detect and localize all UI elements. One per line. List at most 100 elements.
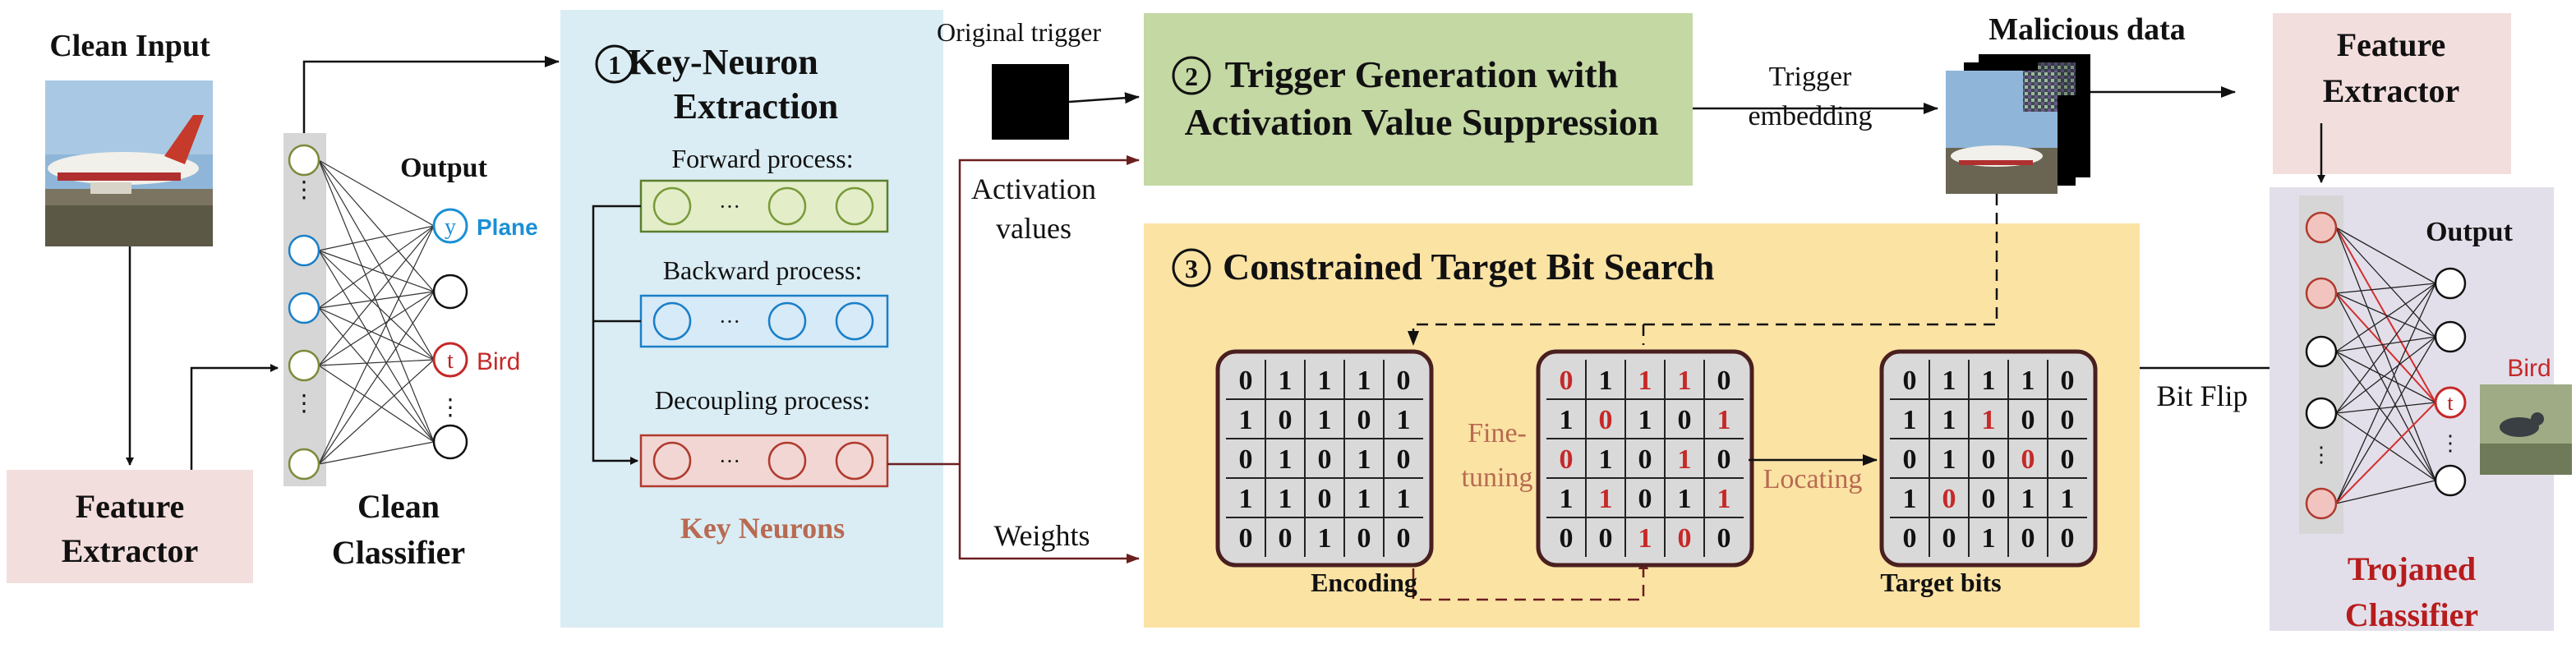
bit-cell: 0 bbox=[1357, 405, 1371, 435]
bit-cell: 1 bbox=[1638, 366, 1652, 396]
backward-label: Backward process: bbox=[663, 255, 863, 285]
feature-extractor-right-line2: Extractor bbox=[2323, 72, 2460, 109]
step2-badge bbox=[1172, 56, 1211, 95]
bit-cell: 1 bbox=[1318, 523, 1332, 554]
t-symbol: t bbox=[447, 348, 454, 374]
bit-cell: 1 bbox=[1560, 484, 1574, 514]
original-trigger-square bbox=[992, 64, 1069, 140]
arrow-trigger bbox=[1068, 92, 1140, 104]
bit-cell: 0 bbox=[1397, 366, 1411, 396]
encoding-label: Encoding bbox=[1311, 568, 1417, 597]
activation-line1: Activation bbox=[971, 172, 1096, 205]
bird-image bbox=[2480, 384, 2572, 475]
target-bits-label: Target bits bbox=[1880, 568, 2001, 597]
bit-cell: 0 bbox=[1638, 444, 1652, 475]
bit-cell: 0 bbox=[1560, 444, 1574, 475]
bit-cell: 1 bbox=[1942, 444, 1956, 475]
bit-cell: 1 bbox=[1982, 523, 1996, 554]
step3-title: Constrained Target Bit Search bbox=[1223, 246, 1714, 287]
bit-cell: 1 bbox=[1599, 366, 1613, 396]
decoupling-neurons bbox=[652, 441, 874, 481]
feature-extractor-left-line2: Extractor bbox=[62, 532, 199, 569]
trojaned-neurons: ⋮ ⋮ bbox=[2305, 211, 2467, 520]
step1-number: 1 bbox=[608, 50, 621, 80]
decoupling-label: Decoupling process: bbox=[655, 385, 870, 415]
bit-cell: 1 bbox=[1982, 366, 1996, 396]
bit-cell: 1 bbox=[1678, 484, 1692, 514]
weights-label: Weights bbox=[993, 519, 1090, 552]
bit-cell: 1 bbox=[2021, 366, 2035, 396]
bit-cell: 0 bbox=[1982, 444, 1996, 475]
bit-cell: 0 bbox=[1942, 523, 1956, 554]
bit-cell: 1 bbox=[2021, 484, 2035, 514]
step1-badge bbox=[595, 44, 634, 84]
bit-cell: 1 bbox=[1239, 484, 1253, 514]
bit-cell: 1 bbox=[1279, 484, 1293, 514]
bit-cell: 0 bbox=[1318, 484, 1332, 514]
bit-cell: 1 bbox=[1318, 405, 1332, 435]
bit-cell: 0 bbox=[1397, 523, 1411, 554]
classifier-connections bbox=[318, 159, 435, 465]
airplane-image bbox=[45, 80, 213, 246]
svg-text:⋮: ⋮ bbox=[2440, 431, 2461, 455]
feature-extractor-right-box bbox=[2273, 13, 2511, 174]
bit-cell: 0 bbox=[2061, 366, 2075, 396]
bit-cell: 0 bbox=[1982, 484, 1996, 514]
bit-cell: 0 bbox=[1903, 444, 1917, 475]
malicious-data-label: Malicious data bbox=[1988, 12, 2186, 47]
bit-cell: 1 bbox=[1599, 444, 1613, 475]
bit-cell: 1 bbox=[1982, 405, 1996, 435]
bit-cell: 1 bbox=[1903, 405, 1917, 435]
bird-label: Bird bbox=[477, 348, 520, 375]
bit-cell: 0 bbox=[1638, 484, 1652, 514]
bit-cell: 0 bbox=[1678, 405, 1692, 435]
bit-cell: 0 bbox=[2061, 444, 2075, 475]
bit-flip-label: Bit Flip bbox=[2156, 379, 2247, 412]
bit-cell: 1 bbox=[1942, 405, 1956, 435]
bit-cell: 1 bbox=[2061, 484, 2075, 514]
activation-line2: values bbox=[996, 212, 1071, 245]
bit-cell: 1 bbox=[1903, 484, 1917, 514]
bit-cell: 0 bbox=[1942, 484, 1956, 514]
svg-text:⋮: ⋮ bbox=[293, 391, 316, 416]
bit-cell: 0 bbox=[1239, 366, 1253, 396]
bit-cell: 0 bbox=[1599, 405, 1613, 435]
bit-cell: 0 bbox=[1318, 444, 1332, 475]
bit-cell: 0 bbox=[1599, 523, 1613, 554]
decoupling-dots: ··· bbox=[719, 449, 740, 473]
malicious-data-stack bbox=[1946, 54, 2090, 194]
classifier-neurons: ⋮ ⋮ ⋮ bbox=[288, 144, 468, 481]
bit-cell: 0 bbox=[1279, 405, 1293, 435]
bit-cell: 0 bbox=[1560, 523, 1574, 554]
bit-cell: 1 bbox=[1678, 444, 1692, 475]
bit-cell: 0 bbox=[2021, 405, 2035, 435]
original-trigger-label: Original trigger bbox=[937, 17, 1101, 47]
bit-cell: 1 bbox=[1239, 405, 1253, 435]
trigger-generation-panel bbox=[1144, 13, 1693, 186]
step1-title-line2: Extraction bbox=[674, 86, 838, 126]
trojaned-line1: Trojaned bbox=[2348, 550, 2476, 587]
bit-cell: 1 bbox=[1397, 405, 1411, 435]
bit-cell: 0 bbox=[1678, 523, 1692, 554]
bit-cell: 0 bbox=[1560, 366, 1574, 396]
bit-cell: 1 bbox=[1942, 366, 1956, 396]
bit-cell: 0 bbox=[1239, 444, 1253, 475]
output-right-label: Output bbox=[2426, 217, 2513, 247]
key-neurons-label: Key Neurons bbox=[680, 512, 845, 545]
step3-number: 3 bbox=[1185, 254, 1198, 283]
bit-cell: 1 bbox=[1717, 484, 1731, 514]
clean-input-label: Clean Input bbox=[49, 29, 210, 63]
bit-cell: 0 bbox=[1903, 366, 1917, 396]
bit-cell: 1 bbox=[1638, 523, 1652, 554]
bit-cell: 0 bbox=[1717, 366, 1731, 396]
trojaned-connections bbox=[2335, 227, 2436, 504]
clean-classifier-line2: Classifier bbox=[332, 534, 465, 571]
output-left-label: Output bbox=[400, 153, 487, 183]
bit-cell: 1 bbox=[1717, 405, 1731, 435]
svg-text:⋮: ⋮ bbox=[439, 395, 462, 421]
bit-cell: 0 bbox=[1717, 523, 1731, 554]
bit-cell: 1 bbox=[1279, 444, 1293, 475]
